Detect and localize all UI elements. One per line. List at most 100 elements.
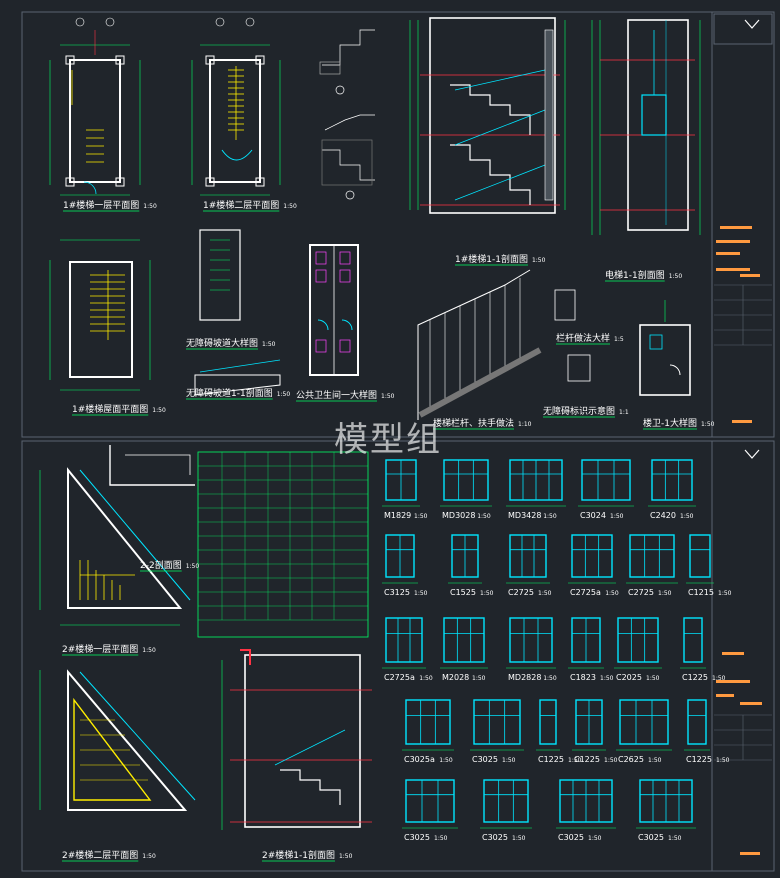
window-frame bbox=[405, 779, 455, 823]
top-drawing-title-1: 1#楼梯二层平面图 bbox=[203, 199, 279, 211]
bottom-drawing-title-2: 2#楼梯二层平面图 bbox=[62, 849, 138, 861]
window-label: C1823 bbox=[570, 673, 596, 682]
watermark-text: 模型组 bbox=[334, 420, 442, 460]
top-drawing-title-8: 楼梯栏杆、扶手做法 bbox=[433, 417, 514, 429]
railing-detail bbox=[417, 269, 591, 420]
window-label: M2028 bbox=[442, 673, 469, 682]
top-drawing-scale-6: 1:50 bbox=[532, 257, 546, 264]
title-block-top bbox=[713, 13, 773, 423]
stair1-section-1-1 bbox=[409, 17, 566, 214]
window-label: C2725a bbox=[384, 673, 415, 682]
window-label: C2725a bbox=[570, 588, 601, 597]
window-scale: 1:50 bbox=[414, 590, 428, 597]
window-scale: 1:50 bbox=[512, 835, 526, 842]
top-drawing-scale-10: 1:1 bbox=[619, 409, 629, 416]
window-label: C2420 bbox=[650, 511, 676, 520]
top-drawing-title-11: 楼卫-1大样图 bbox=[643, 417, 697, 429]
stair2-second-plan bbox=[39, 669, 196, 811]
window-scale: 1:50 bbox=[477, 513, 491, 520]
top-drawing-title-3: 无障碍坡道大样图 bbox=[186, 337, 258, 349]
window-frame bbox=[571, 534, 613, 578]
window-frame bbox=[443, 617, 485, 663]
window-frame bbox=[619, 699, 669, 745]
window-label: MD3028 bbox=[442, 511, 475, 520]
window-label: C2725 bbox=[508, 588, 534, 597]
bottom-drawing-title-1: 2#楼梯一层平面图 bbox=[62, 643, 138, 655]
window-label: C3025 bbox=[558, 833, 584, 842]
window-scale: 1:50 bbox=[658, 590, 672, 597]
window-elevation: C1823 1:50 bbox=[568, 617, 614, 682]
bottom-drawing-scale-3: 1:50 bbox=[339, 853, 353, 860]
title-block-bottom bbox=[714, 449, 772, 855]
top-drawing-title-5: 公共卫生间一大样图 bbox=[296, 389, 377, 401]
window-frame bbox=[651, 459, 693, 501]
window-label: M1829 bbox=[384, 511, 411, 520]
top-drawing-title-6: 1#楼梯1-1剖面图 bbox=[455, 253, 528, 265]
top-drawing-scale-7: 1:50 bbox=[669, 273, 683, 280]
top-drawing-scale-11: 1:50 bbox=[701, 421, 715, 428]
window-frame bbox=[617, 617, 659, 663]
detail-sketches bbox=[319, 29, 375, 200]
sheet-frames bbox=[21, 11, 775, 872]
top-sheet bbox=[49, 13, 773, 423]
window-label: C3025a bbox=[404, 755, 435, 764]
top-drawing-title-0: 1#楼梯一层平面图 bbox=[63, 199, 139, 211]
window-label: C1225 bbox=[538, 755, 564, 764]
window-scale: 1:50 bbox=[712, 675, 726, 682]
window-elevation: C3125 1:50 bbox=[382, 534, 428, 597]
elevator-section bbox=[591, 19, 701, 235]
window-scale: 1:50 bbox=[600, 675, 614, 682]
top-drawing-scale-5: 1:50 bbox=[381, 393, 395, 400]
top-drawing-scale-4: 1:50 bbox=[277, 391, 291, 398]
stair2-section bbox=[221, 649, 372, 830]
window-label: C3024 bbox=[580, 511, 606, 520]
window-label: C1215 bbox=[688, 588, 714, 597]
window-frame bbox=[629, 534, 675, 578]
stair1-roof-plan bbox=[49, 239, 151, 391]
window-label: MD2828 bbox=[508, 673, 541, 682]
toilet-plan bbox=[309, 244, 359, 376]
window-scale: 1:50 bbox=[543, 675, 557, 682]
window-scale: 1:50 bbox=[604, 757, 618, 764]
window-label: C2725 bbox=[628, 588, 654, 597]
toilet-detail-small bbox=[639, 300, 691, 396]
top-drawing-scale-1: 1:50 bbox=[283, 203, 297, 210]
window-label: C1525 bbox=[450, 588, 476, 597]
window-frame bbox=[687, 699, 707, 745]
bottom-drawing-scale-0: 1:50 bbox=[186, 563, 200, 570]
window-frame bbox=[689, 534, 711, 578]
window-scale: 1:50 bbox=[610, 513, 624, 520]
window-label: C2025 bbox=[616, 673, 642, 682]
bottom-drawing-scale-1: 1:50 bbox=[142, 647, 156, 654]
stair1-second-plan bbox=[191, 17, 281, 196]
window-frame bbox=[473, 699, 521, 745]
window-scale: 1:50 bbox=[414, 513, 428, 520]
window-frame bbox=[509, 534, 547, 578]
ramp-plan bbox=[194, 229, 281, 396]
window-frame bbox=[483, 779, 529, 823]
window-label: C3125 bbox=[384, 588, 410, 597]
window-label: C3025 bbox=[638, 833, 664, 842]
bottom-drawing-title-3: 2#楼梯1-1剖面图 bbox=[262, 849, 335, 861]
window-frame bbox=[443, 459, 489, 501]
window-scale: 1:50 bbox=[538, 590, 552, 597]
window-label: C1225 bbox=[682, 673, 708, 682]
stair1-ground-plan bbox=[49, 17, 141, 196]
window-scale: 1:50 bbox=[718, 590, 732, 597]
